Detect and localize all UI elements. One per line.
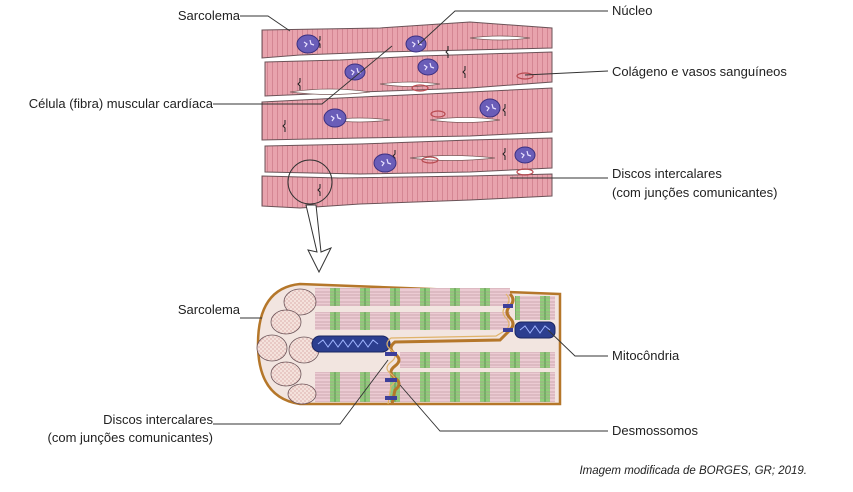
label-sarcolema-bottom: Sarcolema bbox=[177, 302, 240, 317]
label-sarcolema-top: Sarcolema bbox=[177, 8, 240, 23]
zoom-circle bbox=[287, 159, 333, 205]
mitochondrion bbox=[311, 335, 391, 353]
myofibril bbox=[315, 312, 510, 330]
myofibril bbox=[315, 372, 555, 388]
fiber-row-4 bbox=[264, 137, 553, 175]
fiber-detail bbox=[256, 282, 562, 406]
label-discos-top-1: Discos intercalares bbox=[612, 166, 722, 181]
fiber-row-3 bbox=[261, 87, 553, 141]
zoom-arrow-icon bbox=[305, 204, 333, 274]
nuclei bbox=[296, 34, 536, 173]
fiber-row-2 bbox=[264, 51, 553, 97]
nucleus bbox=[323, 108, 347, 128]
myofibril bbox=[315, 388, 555, 402]
label-discos-bottom-2: (com junções comunicantes) bbox=[47, 430, 213, 445]
label-discos-top-2: (com junções comunicantes) bbox=[612, 185, 778, 200]
blood-vessels bbox=[411, 72, 534, 176]
nucleus bbox=[344, 63, 366, 81]
mitochondrion bbox=[514, 321, 556, 339]
nucleus bbox=[373, 153, 397, 173]
label-nucleo: Núcleo bbox=[612, 3, 653, 18]
cardiac-tissue bbox=[261, 21, 553, 274]
fiber-row-5 bbox=[261, 173, 553, 209]
label-discos-bottom-1: Discos intercalares bbox=[103, 412, 213, 427]
nucleus bbox=[479, 98, 501, 118]
nucleus bbox=[417, 58, 439, 76]
label-colageno: Colágeno e vasos sanguíneos bbox=[612, 64, 787, 79]
nucleus bbox=[296, 34, 320, 54]
nucleus bbox=[514, 146, 536, 164]
desmosomes bbox=[385, 304, 513, 400]
image-credit: Imagem modificada de BORGES, GR; 2019. bbox=[579, 465, 807, 477]
mitochondria bbox=[311, 321, 556, 353]
myofibril-cross-sections bbox=[256, 288, 320, 405]
label-mitocondria: Mitocôndria bbox=[612, 348, 680, 363]
label-desmossomos: Desmossomos bbox=[612, 423, 698, 438]
myofibril bbox=[400, 352, 555, 368]
label-celula: Célula (fibra) muscular cardíaca bbox=[28, 96, 213, 111]
myofibril bbox=[315, 288, 510, 306]
leader-lines bbox=[213, 10, 609, 432]
myofibril bbox=[515, 296, 555, 320]
nucleus bbox=[405, 35, 427, 53]
